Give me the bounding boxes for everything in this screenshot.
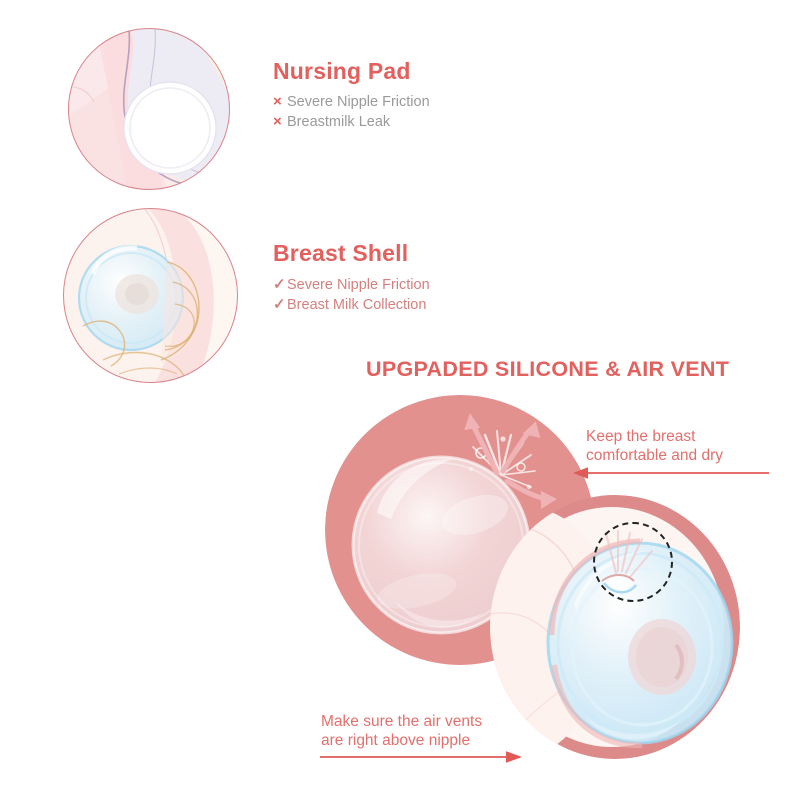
nursing-pad-illustration	[68, 28, 230, 190]
bullet-item: × Breastmilk Leak	[273, 112, 430, 132]
bullet-label: Breast Milk Collection	[287, 297, 427, 313]
air-vent-highlight-circle	[593, 522, 673, 602]
bullet-label: Severe Nipple Friction	[287, 94, 430, 110]
check-icon: ✓	[273, 296, 286, 313]
callout-air-vent-position-arrow	[320, 750, 522, 764]
feature-bullets-nursing-pad: × Severe Nipple Friction × Breastmilk Le…	[273, 92, 430, 132]
bullet-item: ✓ Severe Nipple Friction	[273, 275, 430, 295]
feature-bullets-breast-shell: ✓ Severe Nipple Friction ✓ Breast Milk C…	[273, 275, 430, 315]
cross-icon: ×	[273, 93, 282, 110]
callout-line: are right above nipple	[321, 732, 471, 749]
feature-block-breast-shell: Breast Shell ✓ Severe Nipple Friction ✓ …	[273, 240, 430, 315]
bullet-item: × Severe Nipple Friction	[273, 92, 430, 112]
callout-line: Make sure the air vents	[321, 713, 483, 730]
callout-line: comfortable and dry	[586, 447, 723, 464]
feature-block-nursing-pad: Nursing Pad × Severe Nipple Friction × B…	[273, 58, 430, 132]
callout-air-vent-position: Make sure the air vents are right above …	[321, 712, 482, 750]
breast-shell-illustration	[63, 208, 238, 383]
bullet-label: Severe Nipple Friction	[287, 277, 430, 293]
section-heading-upgraded-silicone: UPGPADED SILICONE & AIR VENT	[366, 357, 730, 381]
feature-title-breast-shell: Breast Shell	[273, 240, 409, 266]
callout-line: Keep the breast	[586, 428, 696, 445]
bullet-item: ✓ Breast Milk Collection	[273, 295, 430, 315]
check-icon: ✓	[273, 276, 286, 293]
callout-keep-dry: Keep the breast comfortable and dry	[586, 427, 723, 465]
callout-keep-dry-arrow	[573, 466, 769, 480]
bullet-label: Breastmilk Leak	[287, 114, 391, 130]
cross-icon: ×	[273, 113, 282, 130]
feature-title-nursing-pad: Nursing Pad	[273, 58, 411, 84]
worn-shell-illustration	[490, 495, 740, 760]
